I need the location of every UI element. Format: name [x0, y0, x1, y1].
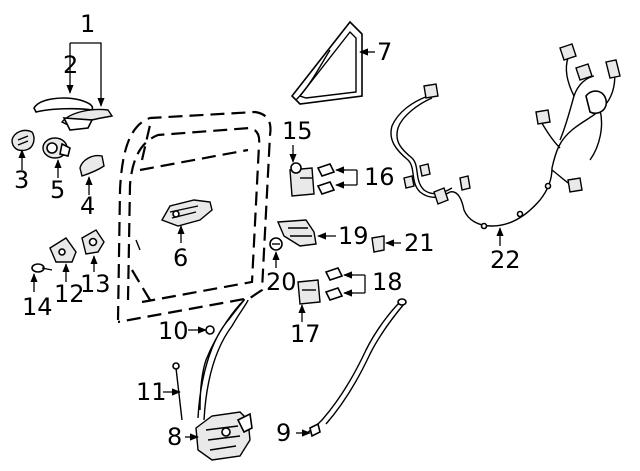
callout-4: 4	[80, 192, 96, 220]
release-cable	[307, 298, 407, 438]
door-check-bolt	[269, 237, 283, 251]
callout-11: 11	[136, 378, 167, 406]
callout-5: 5	[50, 176, 66, 204]
callout-6: 6	[173, 244, 189, 272]
striker-bolt	[31, 263, 53, 273]
callout-12: 12	[54, 280, 85, 308]
door-check	[276, 219, 317, 247]
callout-22: 22	[490, 246, 521, 274]
handle-cap	[11, 129, 35, 152]
retainer-clip	[371, 235, 385, 253]
hinge-bolts-upper	[316, 163, 336, 195]
outside-handle-assembly	[33, 97, 114, 131]
upper-hinge	[289, 162, 315, 197]
callout-15: 15	[282, 117, 313, 145]
callout-9: 9	[276, 419, 292, 447]
callout-3: 3	[14, 166, 30, 194]
wiring-harness	[390, 43, 621, 230]
door-latch	[195, 411, 253, 461]
callout-20: 20	[266, 268, 297, 296]
lock-cylinder	[42, 137, 71, 159]
hinge-bolts-lower	[324, 267, 344, 301]
callout-16: 16	[364, 163, 395, 191]
callout-14: 14	[22, 293, 53, 321]
callout-1: 1	[80, 10, 96, 38]
callout-8: 8	[167, 423, 183, 451]
door-window-frame	[290, 20, 363, 105]
handle-bezel	[79, 154, 105, 177]
callout-10: 10	[158, 317, 189, 345]
inside-handle	[160, 199, 213, 227]
door-shell-outline	[116, 110, 272, 324]
callout-17: 17	[290, 320, 321, 348]
callout-21: 21	[404, 229, 435, 257]
callout-18: 18	[372, 268, 403, 296]
callout-2: 2	[63, 51, 79, 79]
lower-hinge	[297, 279, 321, 305]
callout-19: 19	[338, 222, 369, 250]
callout-13: 13	[80, 270, 111, 298]
striker-plate	[49, 237, 77, 263]
callout-7: 7	[377, 38, 393, 66]
striker-shim	[81, 229, 105, 255]
